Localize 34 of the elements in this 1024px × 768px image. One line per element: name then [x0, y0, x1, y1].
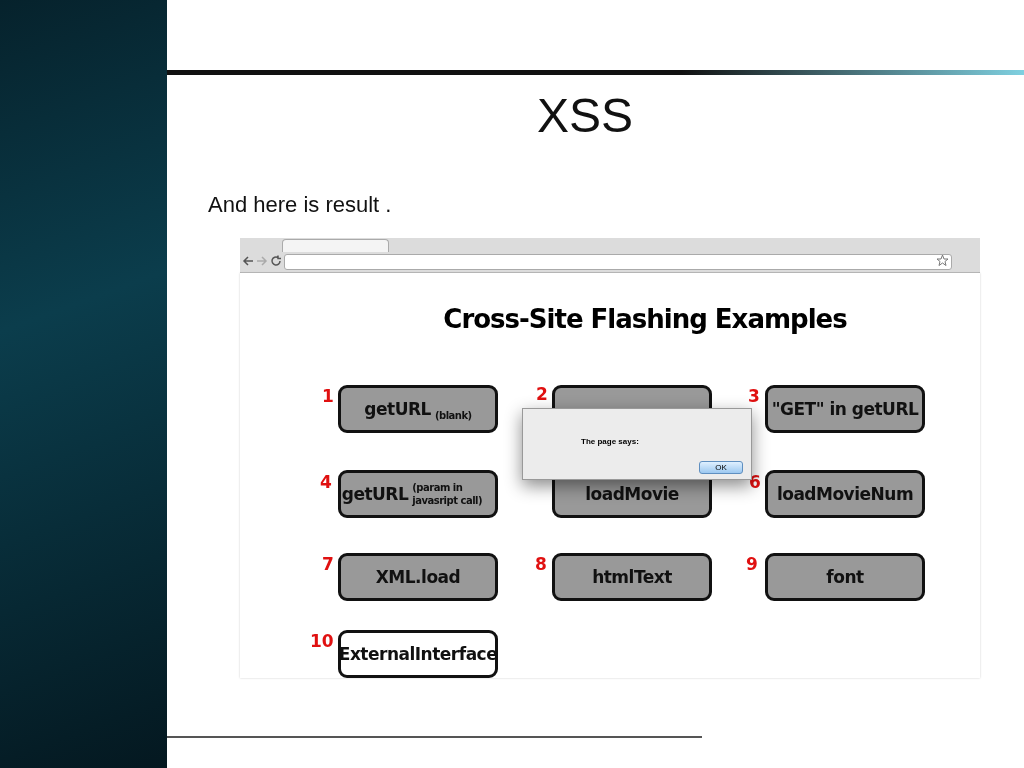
button-label: ExternalInterface: [338, 644, 498, 664]
button-label: getURL: [364, 399, 431, 419]
example-button: [552, 553, 712, 601]
example-button: [338, 630, 498, 678]
example-button: [338, 553, 498, 601]
page-heading: Cross-Site Flashing Examples: [442, 304, 848, 334]
button-label: font: [826, 567, 864, 587]
button-label: getURL: [341, 484, 409, 504]
example-button: [338, 385, 498, 433]
button-label: loadMovieNum: [776, 484, 914, 504]
callout-number: 7: [322, 554, 334, 574]
button-label: htmlText: [592, 567, 672, 587]
button-label: XML.load: [375, 567, 461, 587]
ok-button: OK: [699, 461, 743, 474]
callout-number: 6: [749, 472, 761, 492]
callout-number: 8: [535, 554, 547, 574]
callout-number: 3: [748, 386, 760, 406]
dialog-message: The page says:: [581, 437, 639, 446]
callout-number: 4: [320, 472, 332, 492]
example-button: [765, 553, 925, 601]
button-note: (param in javasript call): [412, 481, 484, 507]
example-button: [765, 385, 925, 433]
button-note: (blank): [434, 409, 472, 422]
button-label: loadMovie: [585, 484, 679, 504]
example-button: [765, 470, 925, 518]
example-button: [338, 470, 498, 518]
body-text: And here is result .: [208, 192, 392, 218]
slide-title: XSS: [535, 88, 634, 143]
button-label: "GET" in getURL: [771, 399, 919, 419]
alert-dialog: [522, 408, 752, 480]
callout-number: 2: [536, 384, 548, 404]
callout-number: 1: [322, 386, 334, 406]
callout-number: 10: [310, 631, 334, 651]
callout-number: 9: [746, 554, 758, 574]
